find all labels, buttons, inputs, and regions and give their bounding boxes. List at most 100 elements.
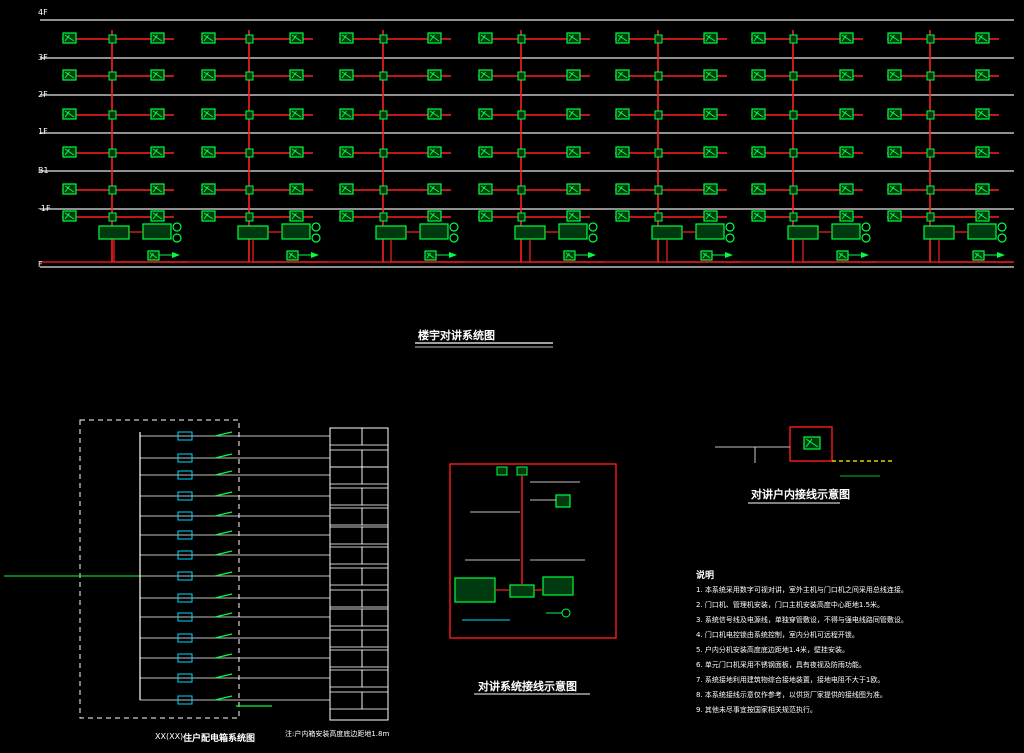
device-glyph [889,71,900,79]
device-glyph [203,34,214,42]
breaker-icon [177,593,193,603]
breaker-icon [177,653,193,663]
breaker-icon [177,550,193,560]
door-station-icon [651,225,683,240]
indoor-wiring-diagram [715,426,895,477]
indoor-station-icon [615,32,630,44]
breaker-icon [177,612,193,622]
controller-icon [542,576,574,596]
junction-box-icon [517,34,526,44]
riser-diagram [40,19,1014,268]
device-glyph [429,185,440,193]
table-cell [329,427,363,446]
arrow-icon [725,252,733,258]
indoor-station-icon [478,108,493,120]
terminal-icon [516,466,528,476]
device-glyph [705,185,716,193]
device-glyph [705,148,716,156]
device-glyph [429,148,435,156]
device-glyph [203,185,214,193]
table-cell [329,589,363,608]
indoor-station-icon [887,210,902,222]
device-glyph [977,110,983,118]
table-cell [361,487,389,506]
lock-icon [588,222,598,232]
device-glyph [753,212,759,220]
breaker-icon [177,530,193,540]
device-glyph [841,71,847,79]
device-glyph [838,252,847,259]
junction-box-icon [654,71,663,81]
lock-icon [449,222,459,232]
junction-box-icon [926,34,935,44]
device-glyph [341,110,352,118]
door-station-icon [375,225,407,240]
device-glyph [64,110,75,118]
table-cell [329,487,363,506]
controller-icon [831,223,861,240]
indoor-station-icon [566,108,581,120]
device-glyph [203,212,209,220]
switch-icon [214,695,233,701]
device-glyph [291,71,302,79]
indoor-station-icon [150,32,165,44]
device-glyph [203,148,214,156]
device-glyph [64,185,75,193]
breaker-icon [177,511,193,521]
indoor-station-icon [751,69,766,81]
junction-box-icon [379,71,388,81]
breaker-icon [177,571,193,581]
device-glyph [291,34,297,42]
device-glyph [64,34,75,42]
lock-icon [311,222,321,232]
indoor-station-icon [615,146,630,158]
device-glyph [152,34,158,42]
device-glyph [203,185,209,193]
device-glyph [341,148,347,156]
indoor-station-icon [975,69,990,81]
junction-box-icon [926,148,935,158]
switch-icon [214,633,233,639]
junction-box-icon [245,110,254,120]
junction-box-icon [926,212,935,222]
indoor-station-icon [62,32,77,44]
indoor-station-icon [62,183,77,195]
junction-box-icon [654,185,663,195]
wiring-diagram-title: 对讲系统接线示意图 [478,680,577,693]
device-glyph [429,71,440,79]
indoor-station-icon [839,108,854,120]
device-glyph [480,34,486,42]
device-glyph [617,34,623,42]
junction-box-icon [379,110,388,120]
arrow-icon [449,252,457,258]
device-glyph [203,34,209,42]
table-cell [361,449,389,468]
junction-box-icon [517,148,526,158]
device-glyph [203,110,214,118]
device-glyph [291,148,297,156]
device-glyph [841,148,852,156]
device-glyph [705,212,716,220]
panel-enclosure-dashed [79,419,240,719]
button-icon [861,233,871,243]
breaker-icon [177,695,193,705]
device-glyph [291,185,302,193]
table-cell [361,567,389,586]
indoor-station-icon [289,146,304,158]
junction-box-icon [517,110,526,120]
device-glyph [429,185,435,193]
indoor-station-icon [566,32,581,44]
breaker-icon [177,491,193,501]
indoor-station-icon [289,183,304,195]
device-glyph [64,185,70,193]
floor-label: -1F [38,204,51,213]
indoor-station-icon [201,210,216,222]
breaker-icon [177,633,193,643]
junction-box-icon [108,148,117,158]
device-glyph [705,110,711,118]
device-glyph [480,148,491,156]
panel-diagram-title: 住户配电箱系统图 [183,734,256,744]
device-glyph [841,110,852,118]
junction-box-icon [517,71,526,81]
indoor-station-icon [703,210,718,222]
